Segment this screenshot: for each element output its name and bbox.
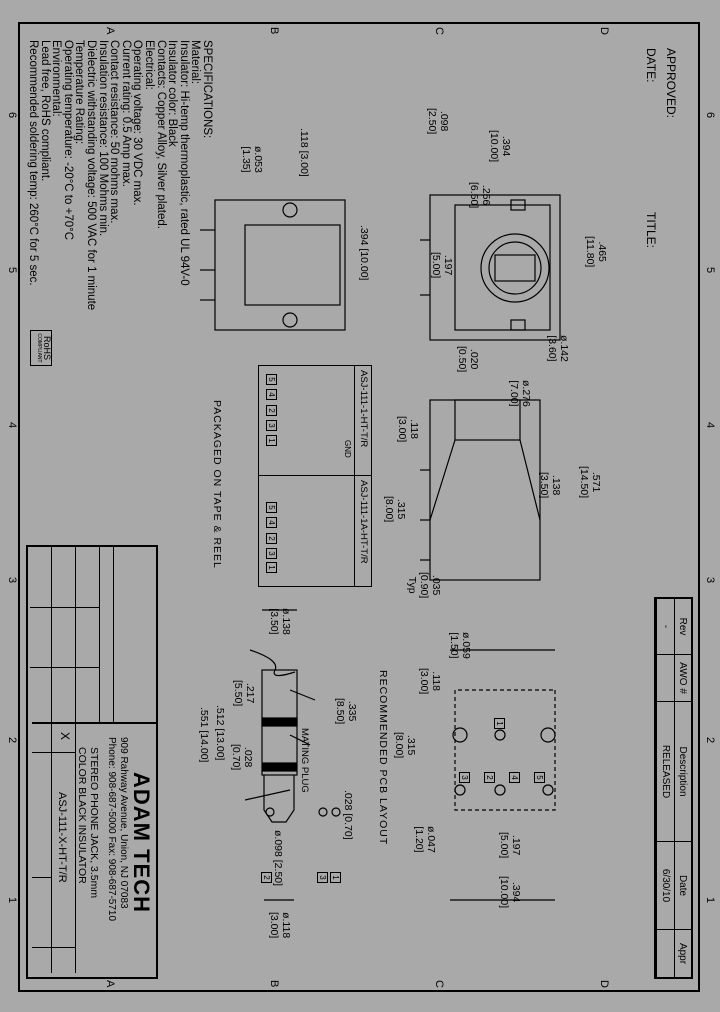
- mating-plug: [244, 609, 341, 901]
- dimension: .256[6.50]: [468, 182, 492, 209]
- dimension: .394[10.00]: [488, 130, 512, 163]
- pcb-layout-label: RECOMMENDED PCB LAYOUT: [377, 670, 389, 846]
- mating-plug-label: MATING PLUG: [299, 728, 310, 793]
- dimension: .197[5.00]: [430, 252, 454, 279]
- dimension: .217[5.50]: [232, 680, 256, 707]
- pcb-pin-label: 4: [509, 772, 520, 783]
- dimension: .098[2.50]: [426, 108, 450, 135]
- packaging-note: PACKAGED ON TAPE & REEL: [211, 400, 223, 569]
- dimension: .315[8.00]: [383, 496, 407, 523]
- dimension: .138[3.50]: [538, 472, 562, 499]
- dimension: .197[5.00]: [498, 832, 522, 859]
- dimension: .118[3.00]: [396, 416, 420, 443]
- jack-front-view: [420, 399, 541, 581]
- dimension: .315[8.00]: [393, 732, 417, 759]
- pcb-pin-label: 1: [494, 718, 505, 729]
- dimension: .118[3.00]: [418, 668, 442, 695]
- dimension: ø.118[3.00]: [268, 912, 292, 939]
- pcb-layout: [450, 649, 556, 901]
- dimension: .571[14.50]: [578, 466, 602, 499]
- pcb-pin-label: 5: [534, 772, 545, 783]
- plug-pin-label: 1: [330, 872, 341, 883]
- dimension: .335[8.50]: [334, 698, 358, 725]
- pcb-pin-label: 2: [484, 772, 495, 783]
- dimension: ø.138[3.50]: [268, 608, 292, 635]
- dimension: ø.053[1.35]: [240, 146, 264, 173]
- dimension: .394 [10.00]: [358, 225, 370, 281]
- dimension: .020[0.50]: [456, 346, 480, 373]
- jack-top-view: [420, 194, 561, 341]
- dimension: ø.047[1.20]: [413, 826, 437, 853]
- dimension: ø.142[3.60]: [546, 335, 570, 362]
- dimension: .465[11.80]: [584, 236, 608, 268]
- dimension: .028 [0.70]: [342, 790, 354, 840]
- dimension: .035[0.90]Typ: [406, 572, 442, 599]
- plug-pin-label: 3: [317, 872, 328, 883]
- pcb-pin-label: 3: [459, 772, 470, 783]
- dimension: ø.098 [2.50]: [272, 830, 284, 887]
- dimension: ø.059[1.50]: [448, 632, 472, 659]
- dimension: .551 [14.00]: [198, 707, 210, 763]
- dimension: .118 [3.00]: [298, 128, 310, 177]
- dimension: ø.276[7.00]: [508, 380, 532, 407]
- plug-pin-label: 2: [261, 872, 272, 883]
- dimension: .394[10.00]: [498, 876, 522, 909]
- dimension: .512 [13.00]: [214, 705, 226, 761]
- jack-side-view: [200, 199, 346, 331]
- dimension: .028[0.70]: [230, 744, 254, 771]
